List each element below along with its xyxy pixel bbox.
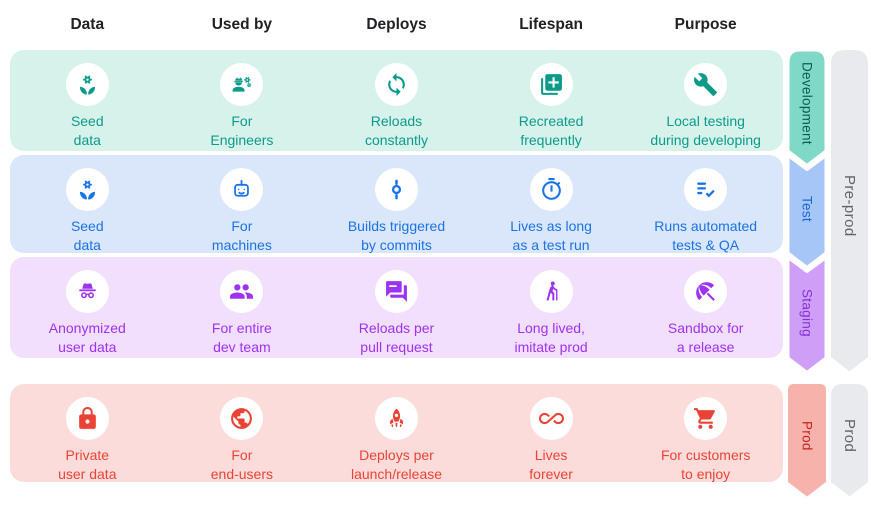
ribbon-prod-label: Prod — [799, 421, 815, 451]
cell-text: Recreated frequently — [518, 113, 584, 148]
globe-icon — [229, 406, 254, 431]
ribbon-test-label: Test — [799, 196, 815, 222]
cell-prod-used-by: For end-users — [165, 384, 320, 482]
cell-text: For customers to enjoy — [660, 447, 751, 482]
cell-prod-data: Private user data — [10, 384, 165, 482]
cell-test-purpose: Runs automated tests & QA — [628, 155, 783, 253]
cell-text: Long lived, imitate prod — [514, 320, 588, 355]
robot-icon — [229, 177, 254, 202]
icon-circle — [374, 168, 418, 211]
group-preprod-label: Pre-prod — [841, 175, 858, 237]
umbrella-icon — [693, 279, 718, 304]
icon-circle — [220, 168, 264, 211]
cell-test-data: Seed data — [10, 155, 165, 253]
checklist-icon — [693, 177, 718, 202]
cell-development-deploys: Reloads constantly — [319, 50, 474, 151]
group-icon — [229, 279, 254, 304]
cell-text: Lives forever — [529, 447, 573, 482]
cell-text: For Engineers — [210, 113, 274, 148]
env-row-staging: Anonymized user data For entire dev team… — [10, 257, 783, 358]
cell-test-deploys: Builds triggered by commits — [319, 155, 474, 253]
icon-circle — [374, 63, 418, 106]
commit-icon — [384, 177, 409, 202]
cell-development-purpose: Local testing during developing — [628, 50, 783, 151]
icon-circle — [220, 63, 264, 106]
icon-circle — [529, 168, 573, 211]
cell-text: Local testing during developing — [650, 113, 761, 148]
cell-staging-data: Anonymized user data — [10, 257, 165, 358]
cell-test-used-by: For machines — [165, 155, 320, 253]
cell-text: For end-users — [210, 447, 274, 482]
ribbon-development-label: Development — [799, 61, 815, 145]
cell-text: Runs automated tests & QA — [654, 218, 758, 253]
wrench-icon — [693, 72, 718, 97]
column-headers: Data Used by Deploys Lifespan Purpose — [10, 16, 783, 34]
icon-circle — [65, 397, 109, 440]
hiking-icon — [539, 279, 564, 304]
group-prod-label: Prod — [841, 419, 858, 453]
icon-circle — [684, 397, 728, 440]
env-row-development: Seed data For Engineers Reloads constant… — [10, 50, 783, 151]
library-add-icon — [539, 72, 564, 97]
cell-text: Lives as long as a test run — [510, 218, 592, 253]
cell-staging-deploys: Reloads per pull request — [319, 257, 474, 358]
cell-staging-lifespan: Long lived, imitate prod — [474, 257, 629, 358]
seed-icon — [75, 177, 100, 202]
cell-text: Reloads per pull request — [358, 320, 435, 355]
cell-text: Reloads constantly — [364, 113, 428, 148]
icon-circle — [529, 270, 573, 313]
cell-text: Seed data — [70, 113, 104, 148]
cell-text: Sandbox for a release — [667, 320, 744, 355]
env-row-test: Seed data For machines Builds triggered … — [10, 155, 783, 253]
cell-text: Seed data — [70, 218, 104, 253]
icon-circle — [220, 397, 264, 440]
chat-icon — [384, 279, 409, 304]
env-row-prod: Private user data For end-users Deploys … — [10, 384, 783, 482]
column-header-data: Data — [70, 16, 105, 33]
timer-icon — [539, 177, 564, 202]
cell-text: Builds triggered by commits — [347, 218, 446, 253]
lock-icon — [75, 406, 100, 431]
cart-icon — [693, 406, 718, 431]
icon-circle — [684, 270, 728, 313]
icon-circle — [529, 63, 573, 106]
ribbon-staging-label: Staging — [799, 289, 815, 337]
cell-text: For entire dev team — [211, 320, 272, 355]
seed-icon — [75, 72, 100, 97]
cell-text: For machines — [211, 218, 272, 253]
icon-circle — [529, 397, 573, 440]
cell-development-lifespan: Recreated frequently — [474, 50, 629, 151]
icon-circle — [65, 168, 109, 211]
column-header-deploys: Deploys — [366, 16, 427, 33]
cell-staging-purpose: Sandbox for a release — [628, 257, 783, 358]
icon-circle — [684, 168, 728, 211]
cell-text: Anonymized user data — [48, 320, 126, 355]
infinity-icon — [538, 406, 564, 431]
cell-test-lifespan: Lives as long as a test run — [474, 155, 629, 253]
cell-prod-deploys: Deploys per launch/release — [319, 384, 474, 482]
icon-circle — [374, 270, 418, 313]
cell-development-used-by: For Engineers — [165, 50, 320, 151]
icon-circle — [684, 63, 728, 106]
incognito-icon — [75, 279, 100, 304]
cell-text: Private user data — [58, 447, 117, 482]
cell-prod-lifespan: Lives forever — [474, 384, 629, 482]
sync-icon — [384, 72, 409, 97]
cell-text: Deploys per launch/release — [350, 447, 443, 482]
column-header-purpose: Purpose — [674, 16, 737, 33]
column-header-used-by: Used by — [211, 16, 273, 33]
engineer-icon — [229, 72, 254, 97]
rocket-icon — [384, 406, 409, 431]
icon-circle — [220, 270, 264, 313]
icon-circle — [374, 397, 418, 440]
icon-circle — [65, 270, 109, 313]
column-header-lifespan: Lifespan — [519, 16, 583, 33]
icon-circle — [65, 63, 109, 106]
cell-prod-purpose: For customers to enjoy — [628, 384, 783, 482]
cell-development-data: Seed data — [10, 50, 165, 151]
cell-staging-used-by: For entire dev team — [165, 257, 320, 358]
